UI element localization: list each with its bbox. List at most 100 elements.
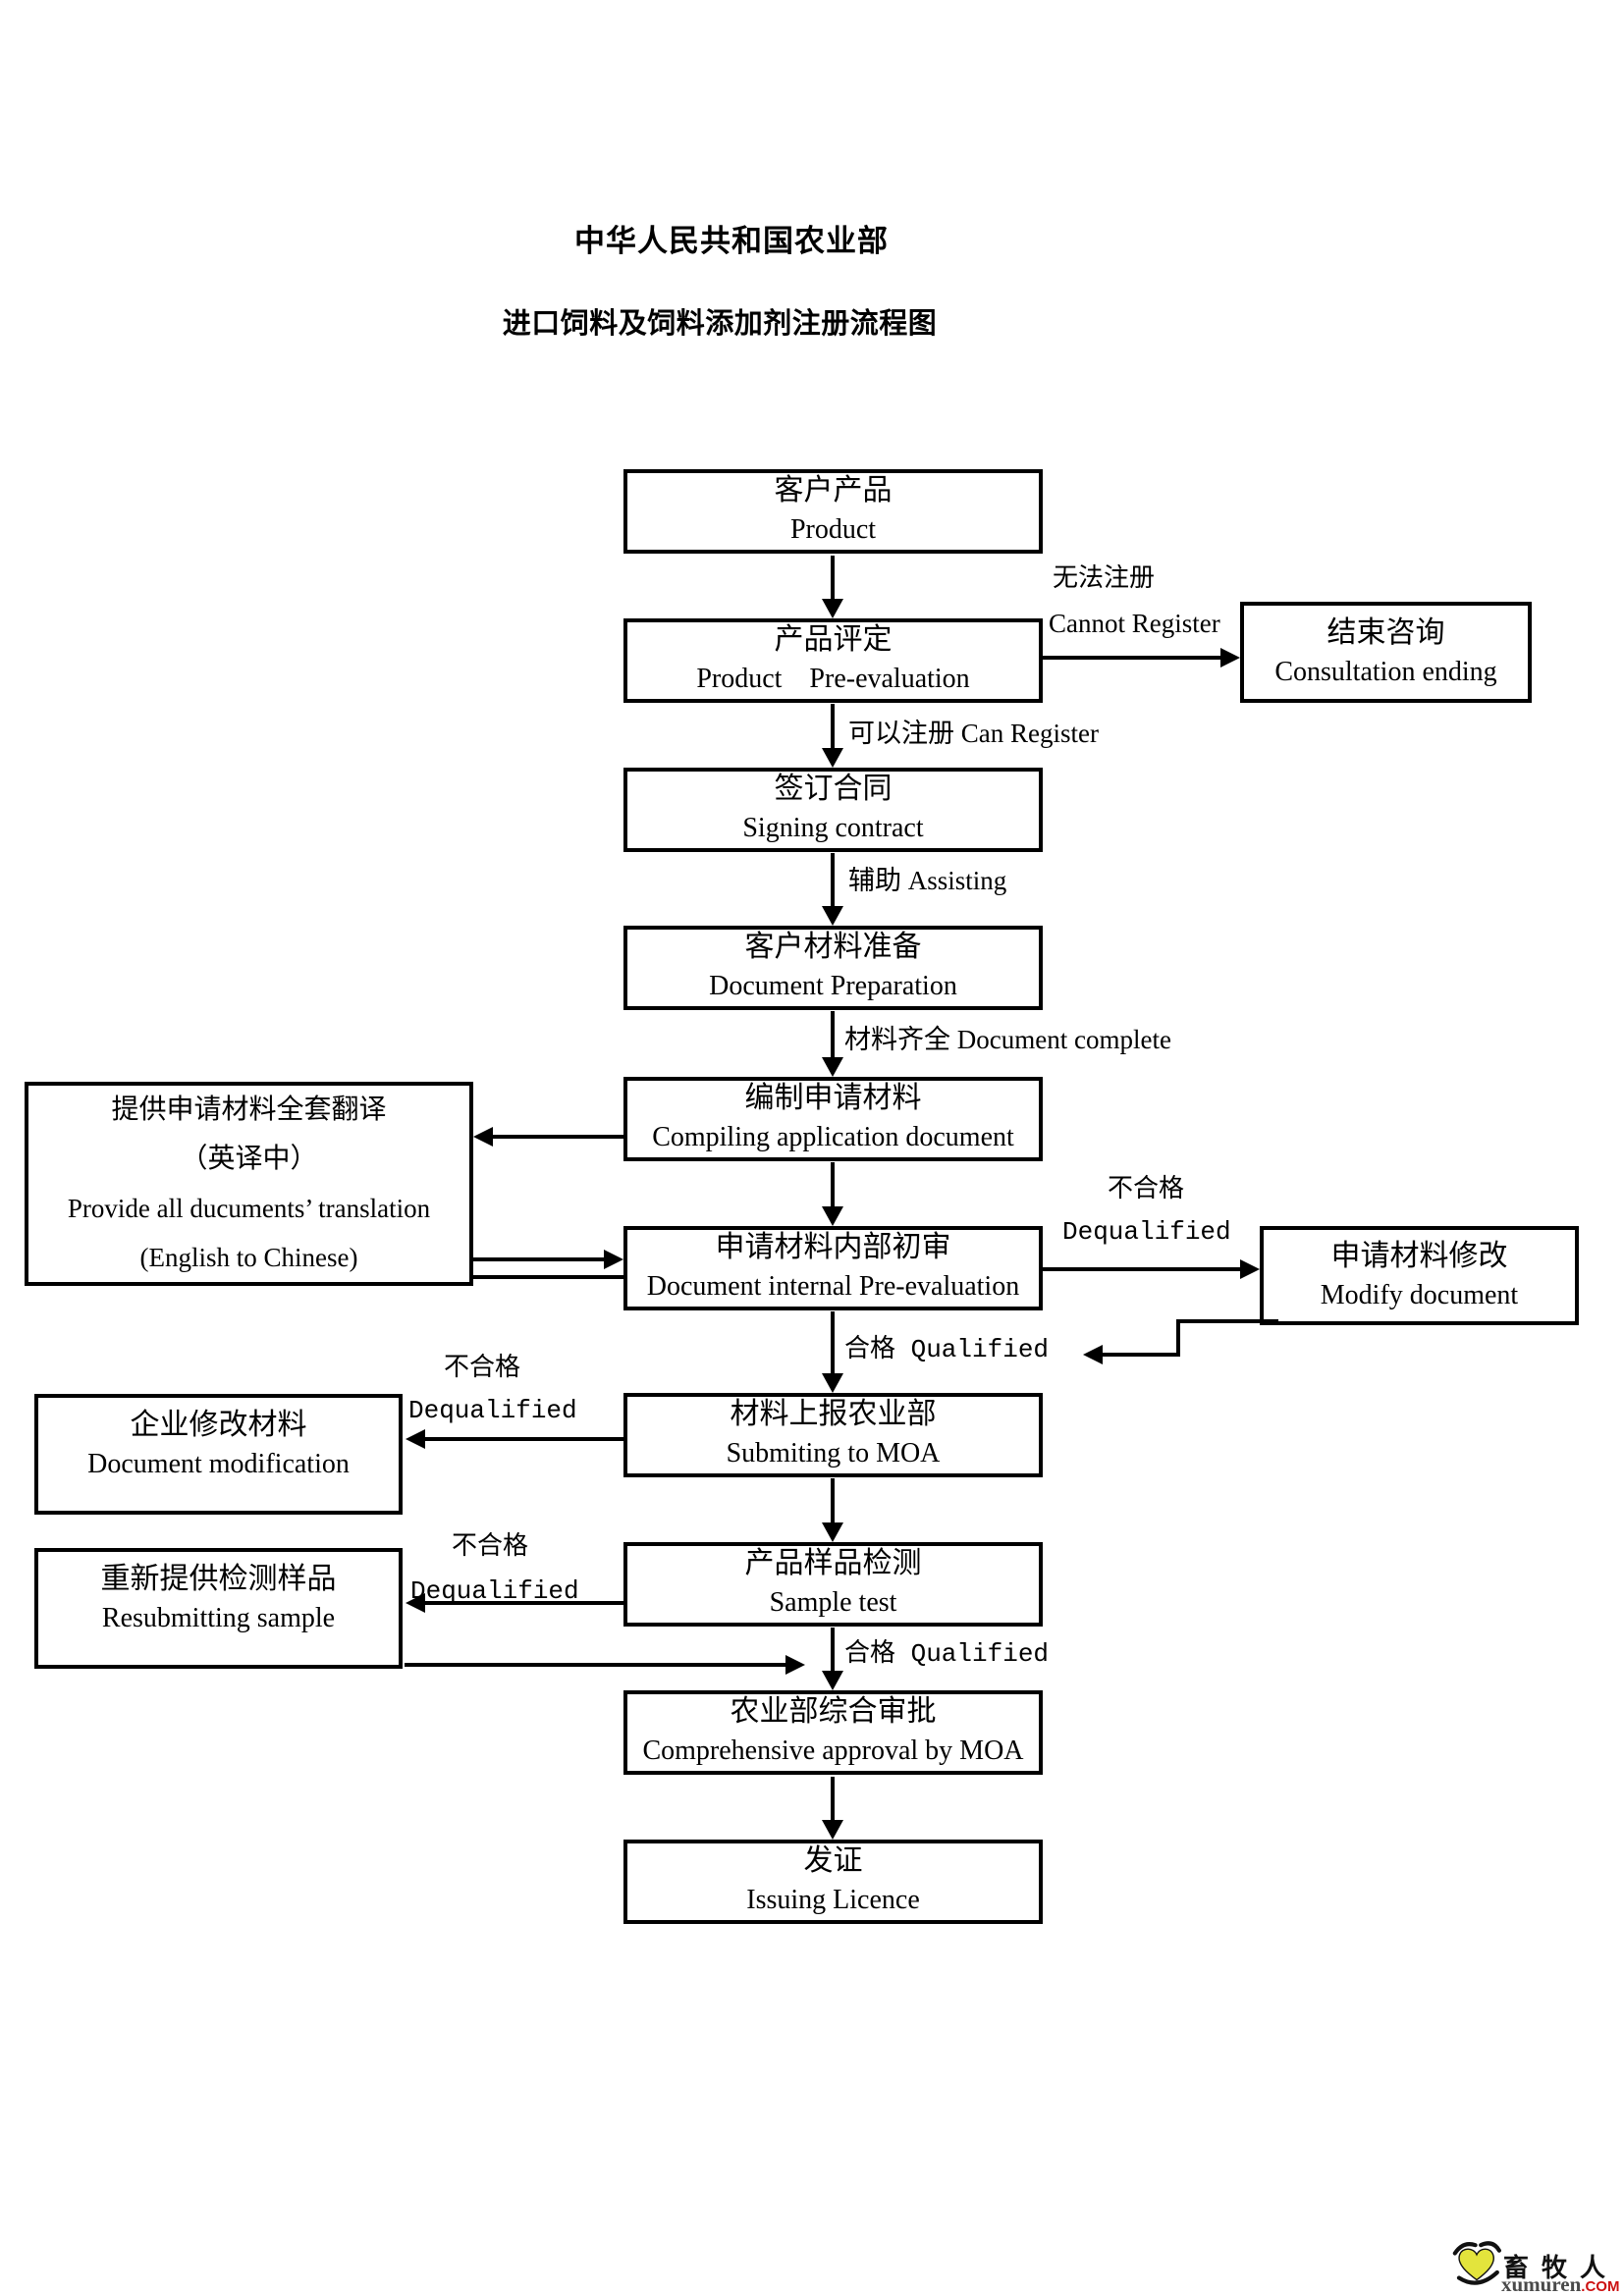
arrow-modify-return-seg3 (1103, 1353, 1180, 1357)
node-comprehensive-approval: 农业部综合审批 Comprehensive approval by MOA (623, 1690, 1043, 1775)
page-subtitle: 进口饲料及饲料添加剂注册流程图 (502, 308, 938, 340)
node-comprehensive-approval-zh: 农业部综合审批 (730, 1695, 937, 1728)
node-pre-evaluation-en: Product Pre-evaluation (696, 664, 970, 694)
node-document-preparation: 客户材料准备 Document Preparation (623, 926, 1043, 1010)
label-cannot-register-zh: 无法注册 (1053, 563, 1156, 592)
node-compiling-application-zh: 编制申请材料 (744, 1082, 922, 1114)
arrow-approval-to-licence-line (831, 1777, 835, 1820)
label-can-register: 可以注册 Can Register (848, 719, 1099, 748)
node-signing-contract-zh: 签订合同 (774, 773, 893, 805)
arrow-approval-to-licence-head (822, 1820, 843, 1840)
label-document-complete: 材料齐全 Document complete (844, 1025, 1171, 1054)
node-internal-pre-evaluation: 申请材料内部初审 Document internal Pre-evaluatio… (623, 1226, 1043, 1310)
connector-translation-to-internal-line (473, 1275, 623, 1279)
node-resubmitting-sample-zh: 重新提供检测样品 (100, 1563, 337, 1595)
node-translation: 提供申请材料全套翻译 （英译中） Provide all ducuments’ … (25, 1082, 473, 1286)
node-document-preparation-zh: 客户材料准备 (744, 931, 922, 963)
brand-name-zh: 畜牧人 (1503, 2254, 1619, 2282)
arrow-sample-to-approval-head (822, 1671, 843, 1690)
arrow-compiling-to-internal-head (822, 1206, 843, 1226)
node-internal-pre-evaluation-en: Document internal Pre-evaluation (646, 1271, 1020, 1302)
node-submitting-to-moa-zh: 材料上报农业部 (730, 1398, 937, 1430)
arrow-compiling-to-translation-line (493, 1135, 623, 1139)
label-dequalified-submitting-en: Dequalified (408, 1396, 577, 1425)
page-title: 中华人民共和国农业部 (574, 224, 889, 258)
arrow-sample-to-resubmitting-head (406, 1593, 425, 1613)
label-dequalified-sample-zh: 不合格 (452, 1531, 529, 1560)
node-issuing-licence: 发证 Issuing Licence (623, 1840, 1043, 1924)
arrow-submitting-to-modification-head (406, 1429, 425, 1449)
node-translation-zh2: （英译中） (180, 1144, 318, 1174)
node-consultation-ending-zh: 结束咨询 (1326, 615, 1445, 649)
label-qualified-sample: 合格 Qualified (844, 1639, 1050, 1669)
arrow-submitting-to-sample-line (831, 1478, 835, 1522)
label-dequalified-internal-en: Dequalified (1062, 1217, 1231, 1247)
brand-tld: .COM (1581, 2278, 1620, 2295)
node-document-modification: 企业修改材料 Document modification (34, 1394, 403, 1515)
node-sample-test-en: Sample test (769, 1587, 897, 1618)
label-dequalified-submitting-zh: 不合格 (444, 1353, 521, 1381)
node-sample-test-zh: 产品样品检测 (744, 1547, 922, 1579)
arrow-internal-to-submitting-line (831, 1311, 835, 1373)
node-submitting-to-moa: 材料上报农业部 Submiting to MOA (623, 1393, 1043, 1477)
node-pre-evaluation-zh: 产品评定 (774, 623, 893, 656)
arrow-internal-to-modify-line (1043, 1267, 1240, 1271)
node-sample-test: 产品样品检测 Sample test (623, 1542, 1043, 1627)
node-comprehensive-approval-en: Comprehensive approval by MOA (642, 1735, 1024, 1766)
arrow-modify-return-head (1083, 1345, 1103, 1364)
arrow-signing-to-preparation-head (822, 906, 843, 926)
arrow-signing-to-preparation-line (831, 853, 835, 906)
node-translation-en2: (English to Chinese) (139, 1243, 358, 1272)
node-internal-pre-evaluation-zh: 申请材料内部初审 (715, 1231, 951, 1263)
arrow-sample-to-approval-line (831, 1628, 835, 1671)
arrow-preeval-to-signing-line (831, 704, 835, 748)
node-consultation-ending-en: Consultation ending (1274, 656, 1497, 687)
label-dequalified-internal-zh: 不合格 (1108, 1174, 1185, 1202)
arrow-sample-to-resubmitting-line (425, 1601, 623, 1605)
node-product-zh: 客户产品 (774, 474, 893, 507)
arrow-resubmit-return-head (785, 1655, 805, 1675)
node-compiling-application: 编制申请材料 Compiling application document (623, 1077, 1043, 1161)
arrow-translation-to-internal-head (604, 1250, 623, 1269)
node-compiling-application-en: Compiling application document (652, 1122, 1014, 1152)
arrow-modify-return-seg2 (1176, 1319, 1180, 1357)
node-pre-evaluation: 产品评定 Product Pre-evaluation (623, 618, 1043, 703)
node-resubmitting-sample: 重新提供检测样品 Resubmitting sample (34, 1548, 403, 1669)
arrow-compiling-to-internal-line (831, 1162, 835, 1206)
node-modify-document-en: Modify document (1320, 1279, 1519, 1310)
node-modify-document: 申请材料修改 Modify document (1260, 1226, 1579, 1325)
node-modify-document-zh: 申请材料修改 (1330, 1239, 1508, 1272)
arrow-submitting-to-sample-head (822, 1522, 843, 1542)
brand-name-en: xumuren (1501, 2272, 1582, 2296)
node-product: 客户产品 Product (623, 469, 1043, 554)
arrow-cannot-register-line (1043, 656, 1220, 660)
arrow-cannot-register-head (1220, 648, 1240, 667)
arrow-product-to-preeval-head (822, 599, 843, 618)
node-translation-zh1: 提供申请材料全套翻译 (111, 1095, 387, 1125)
arrow-preeval-to-signing-head (822, 748, 843, 768)
node-issuing-licence-zh: 发证 (803, 1844, 863, 1877)
node-document-modification-en: Document modification (87, 1449, 350, 1479)
node-translation-en1: Provide all ducuments’ translation (67, 1194, 431, 1223)
node-product-en: Product (789, 514, 877, 545)
node-document-modification-zh: 企业修改材料 (130, 1409, 307, 1441)
node-consultation-ending: 结束咨询 Consultation ending (1240, 602, 1532, 703)
brand-domain: xumuren.COM (1501, 2272, 1619, 2296)
node-submitting-to-moa-en: Submiting to MOA (726, 1438, 941, 1468)
node-signing-contract-en: Signing contract (742, 813, 924, 843)
node-document-preparation-en: Document Preparation (709, 971, 957, 1001)
arrow-submitting-to-modification-line (425, 1437, 623, 1441)
heart-icon (1452, 2241, 1501, 2285)
label-assisting: 辅助 Assisting (848, 866, 1007, 895)
arrow-preparation-to-compiling-line (831, 1011, 835, 1057)
arrow-resubmit-return-line (405, 1663, 785, 1667)
arrow-compiling-to-translation-head (473, 1127, 493, 1147)
arrow-preparation-to-compiling-head (822, 1057, 843, 1077)
arrow-internal-to-submitting-head (822, 1373, 843, 1393)
node-issuing-licence-en: Issuing Licence (746, 1885, 920, 1915)
node-signing-contract: 签订合同 Signing contract (623, 768, 1043, 852)
xumuren-logo: 畜牧人 xumuren.COM (1452, 2236, 1624, 2296)
arrow-internal-to-modify-head (1240, 1259, 1260, 1279)
label-cannot-register-en: Cannot Register (1049, 609, 1220, 638)
